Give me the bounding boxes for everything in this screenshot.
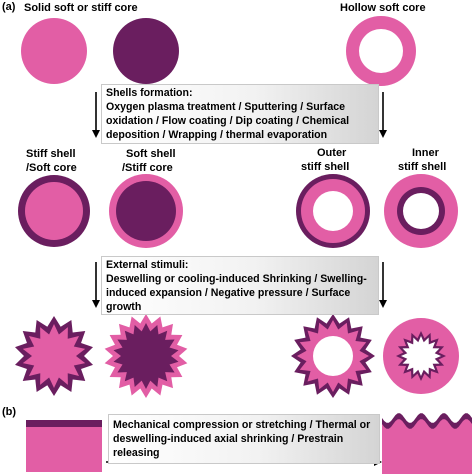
outer-hollow-center [313,191,353,231]
panel-a-label: (a) [2,1,16,13]
external-stimuli-text: External stimuli: Deswelling or cooling-… [106,258,367,314]
shells-formation-line: Oxygen plasma treatment / Sputtering / S… [106,101,346,113]
stimuli-arrow-right-head [379,300,387,308]
mechanical-line: Mechanical compression or stretching / T… [113,419,371,431]
shells-formation-box [101,84,379,144]
shells-formation-line: deposition / Wrapping / thermal evaporat… [106,129,328,141]
shells-formation-title: Shells formation: [106,87,193,99]
wrinkled-bilayer-soft [382,419,472,474]
soft-core-circle [21,18,87,84]
external-stimuli-line: Deswelling or cooling-induced Shrinking … [106,273,367,285]
wrinkled-soft-core [22,324,86,388]
shells-formation-text: Shells formation: Oxygen plasma treatmen… [106,86,349,142]
stimuli-arrow-left-head [92,300,100,308]
mechanical-box [108,414,380,464]
outer-stiff-shell-label-2: stiff shell [301,161,350,173]
external-stimuli-title: External stimuli: [106,259,189,271]
soft-shell-stiff-core-label-1: Soft shell [126,148,176,160]
external-stimuli-line: induced expansion / Negative pressure / … [106,287,351,299]
shells-formation-line: oxidation / Flow coating / Dip coating /… [106,115,350,127]
hollow-core-label: Hollow soft core [340,2,426,14]
soft-shell-stiff-core-label-2: /Stiff core [122,162,173,174]
shells-arrow-right-head [379,130,387,138]
hollow-soft-core-inner [359,29,403,73]
shells-arrow-left-head [92,130,100,138]
external-stimuli-box [101,256,379,315]
stiff-core-circle [113,18,179,84]
panel-b-label: (b) [2,406,17,418]
stiff-shell-soft-core-label-1: Stiff shell [26,148,76,160]
mechanical-text: Mechanical compression or stretching / T… [113,418,370,460]
soft-core-fill [25,182,83,240]
wrinkled-outer-hollow-center [313,336,353,376]
stiff-core-fill [116,181,176,241]
mechanical-line: releasing [113,447,160,459]
stiff-shell-soft-core-label-2: /Soft core [26,162,77,174]
solid-core-label: Solid soft or stiff core [24,2,138,14]
inner-stiff-shell-label-2: stiff shell [398,161,447,173]
outer-stiff-shell-label-1: Outer [317,147,347,159]
external-stimuli-line: growth [106,301,142,313]
wrinkled-stiff-core [113,323,179,389]
inner-hollow-center [403,193,439,229]
mechanical-line: deswelling-induced axial shrinking / Pre… [113,433,344,445]
wrinkled-inner-hollow-center [401,336,441,376]
flat-bilayer-soft [26,427,102,472]
inner-stiff-shell-label-1: Inner [412,147,439,159]
